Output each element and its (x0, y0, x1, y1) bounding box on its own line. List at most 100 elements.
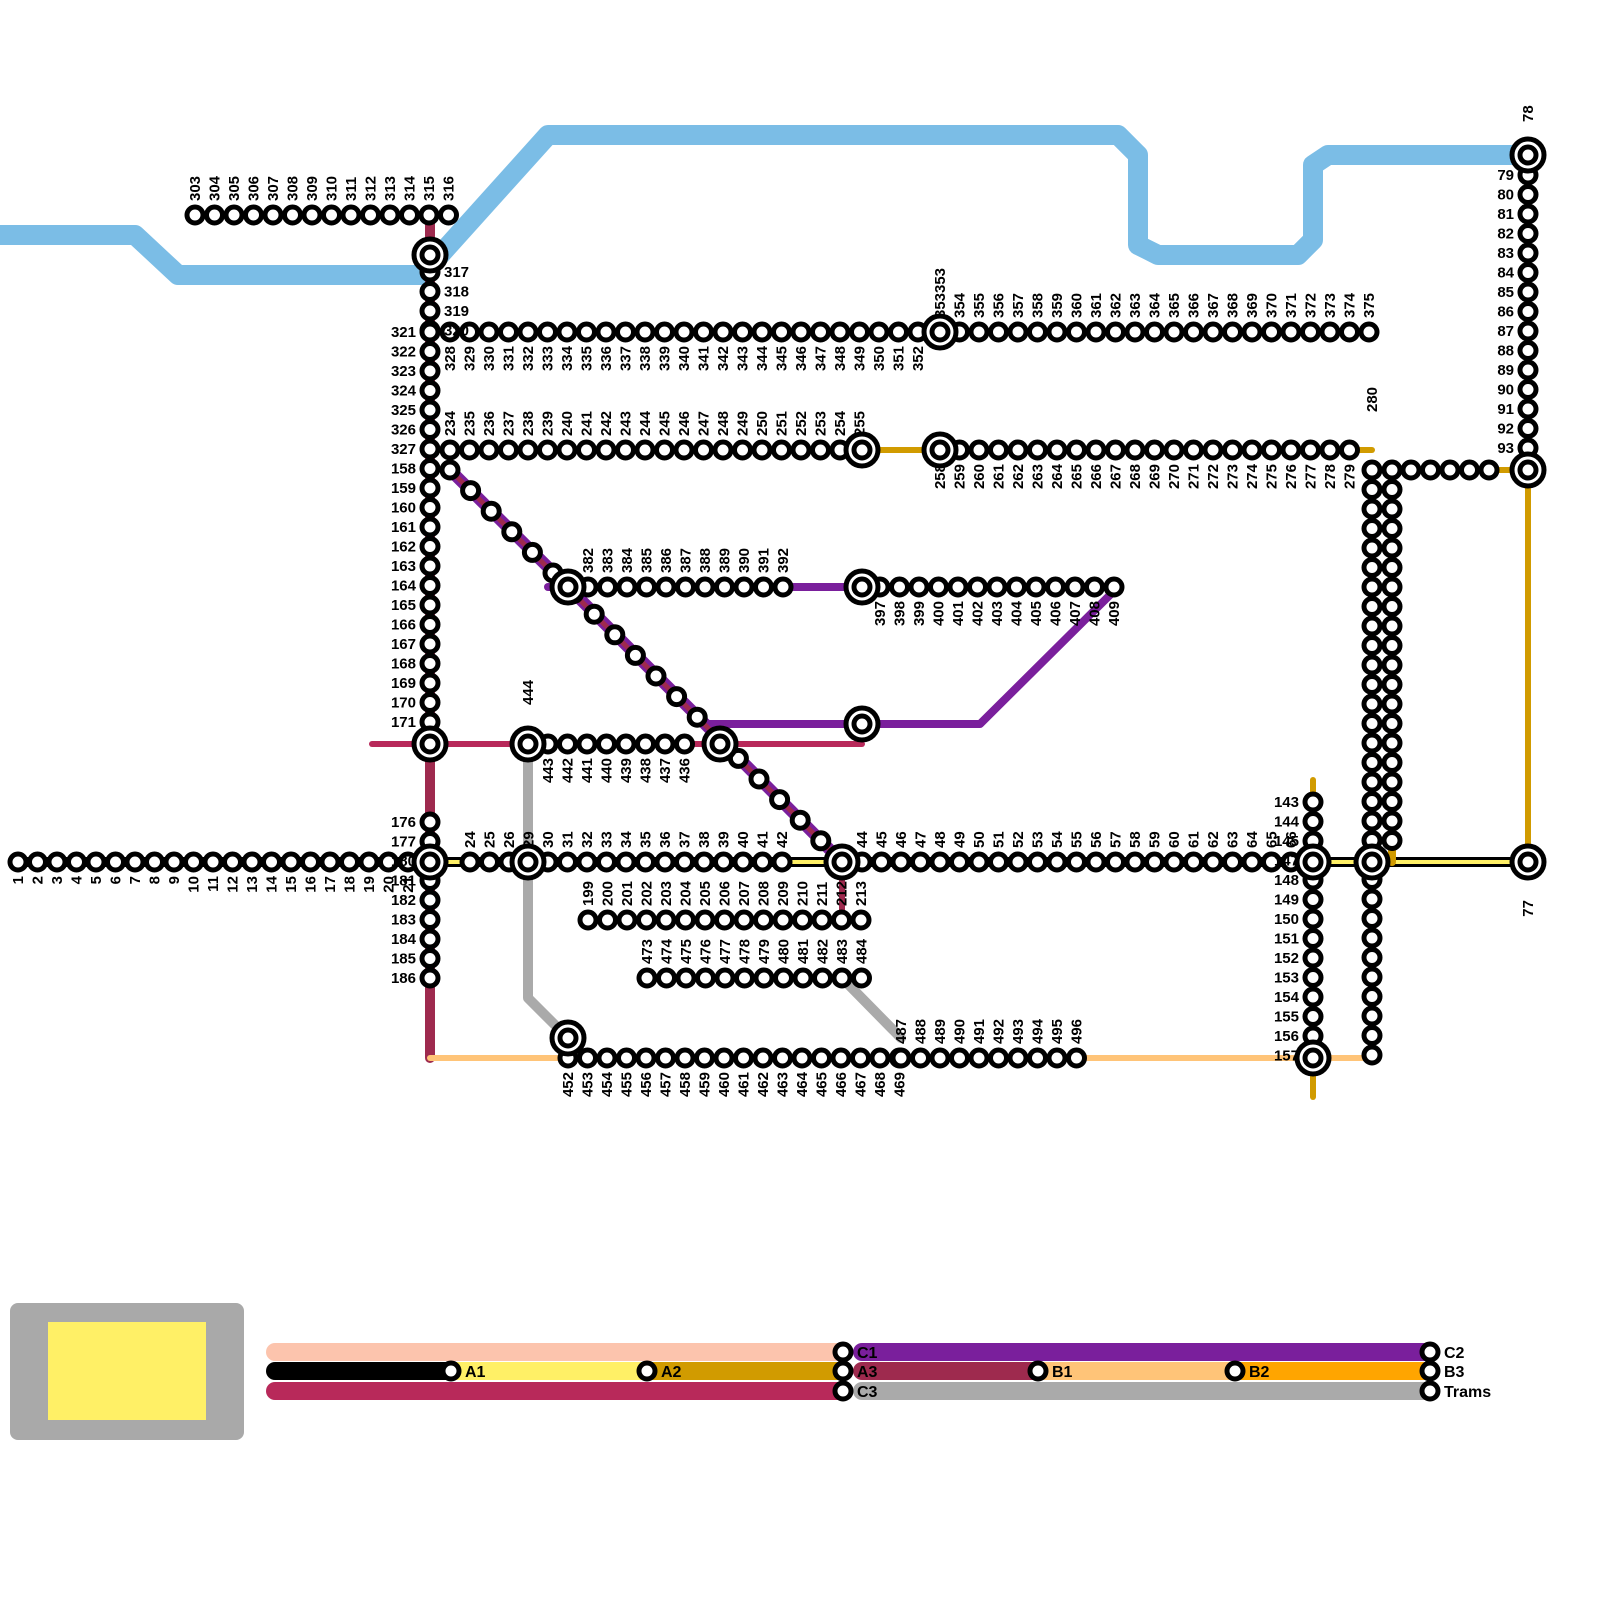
station-marker (419, 575, 441, 596)
station-marker (576, 851, 598, 873)
station-label: 182 (391, 892, 416, 909)
station-label: 316 (441, 176, 458, 201)
station-marker (1361, 635, 1383, 656)
station-label: 345 (774, 346, 791, 371)
station-marker (1517, 184, 1539, 205)
station-marker (889, 576, 910, 598)
station-label: 211 (814, 882, 831, 906)
station-marker (1241, 851, 1263, 873)
station-marker (1381, 537, 1403, 559)
station-marker (419, 438, 441, 460)
station-marker (988, 851, 1009, 873)
station-label: 260 (971, 464, 988, 489)
station-marker (1361, 966, 1383, 988)
station-marker (693, 439, 714, 461)
station-label: 353 (932, 293, 949, 318)
station-marker (576, 733, 598, 755)
station-marker (810, 439, 831, 461)
station-marker (850, 909, 872, 931)
station-label: 371 (1283, 293, 1300, 318)
station-marker (478, 439, 500, 461)
station-marker (792, 967, 814, 989)
station-label: 30 (540, 831, 557, 848)
station-marker (635, 1047, 657, 1069)
station-label: 444 (520, 679, 537, 705)
station-label: 385 (639, 548, 656, 573)
station-marker (949, 1047, 970, 1069)
station-label: 397 (872, 601, 889, 626)
station-label: 177 (391, 834, 416, 851)
legend-stop-marker (440, 1360, 462, 1382)
station-label: 250 (754, 411, 771, 436)
station-label: 183 (391, 912, 416, 929)
station-marker (1361, 908, 1383, 929)
station-marker (654, 321, 675, 343)
legend-stop-marker (1419, 1341, 1441, 1363)
station-label: 386 (658, 548, 675, 573)
station-label: 34 (618, 831, 635, 848)
station-label: 181 (391, 873, 416, 890)
station-label: 81 (1497, 206, 1514, 223)
station-label: 163 (391, 558, 416, 575)
station-marker (890, 1047, 912, 1069)
station-marker (636, 967, 658, 989)
station-marker (910, 851, 931, 873)
station-label: 363 (1127, 293, 1144, 318)
station-marker (262, 204, 284, 226)
interchange-inner-ring (851, 576, 873, 598)
station-label: 55 (1069, 831, 1086, 848)
station-marker (419, 967, 441, 989)
station-marker (616, 909, 638, 931)
station-marker (419, 692, 441, 713)
station-marker (831, 909, 852, 931)
station-marker (1006, 576, 1027, 598)
station-marker (1339, 439, 1360, 461)
station-marker (1046, 321, 1068, 343)
station-marker (1361, 771, 1383, 793)
station-label: 49 (952, 831, 969, 848)
interchange-inner-ring (419, 851, 441, 873)
station-label: 387 (678, 548, 695, 573)
station-label: 152 (1274, 950, 1299, 967)
station-label: 56 (1088, 831, 1105, 848)
station-marker (733, 1047, 754, 1069)
station-label: 440 (599, 758, 616, 783)
interchange-inner-ring (1517, 851, 1539, 873)
station-marker (752, 1047, 774, 1069)
station-label: 443 (540, 758, 557, 783)
station-label: 77 (1520, 900, 1537, 917)
station-marker (790, 321, 812, 343)
station-label: 398 (892, 601, 909, 626)
interchange-inner-ring (557, 576, 579, 598)
station-label: 37 (677, 831, 694, 848)
station-marker (674, 1047, 696, 1069)
station-marker (792, 909, 813, 931)
station-marker (829, 321, 851, 343)
station-marker (1361, 947, 1383, 968)
station-marker (1478, 459, 1500, 481)
interchange-inner-ring (419, 733, 441, 755)
station-marker (1222, 321, 1243, 343)
station-label: 488 (913, 1019, 930, 1044)
station-label: 245 (657, 411, 674, 436)
station-label: 42 (774, 831, 791, 848)
station-marker (1163, 851, 1185, 873)
station-label: 305 (226, 176, 243, 201)
station-label: 207 (736, 881, 753, 906)
station-label: 85 (1497, 284, 1514, 301)
station-label: 475 (678, 939, 695, 964)
station-label: 149 (1274, 892, 1299, 909)
station-label: 151 (1274, 931, 1299, 948)
interchange-inner-ring (517, 851, 539, 873)
station-marker (1300, 321, 1321, 343)
station-marker (636, 576, 657, 598)
station-marker (1066, 321, 1087, 343)
station-label: 247 (696, 411, 713, 436)
station-label: 357 (1010, 293, 1027, 318)
station-label: 35 (638, 831, 655, 848)
station-label: 476 (698, 939, 715, 964)
station-label: 366 (1186, 293, 1203, 318)
interchange-inner-ring (709, 733, 731, 755)
river-path (0, 125, 1540, 285)
station-marker (1361, 459, 1383, 481)
